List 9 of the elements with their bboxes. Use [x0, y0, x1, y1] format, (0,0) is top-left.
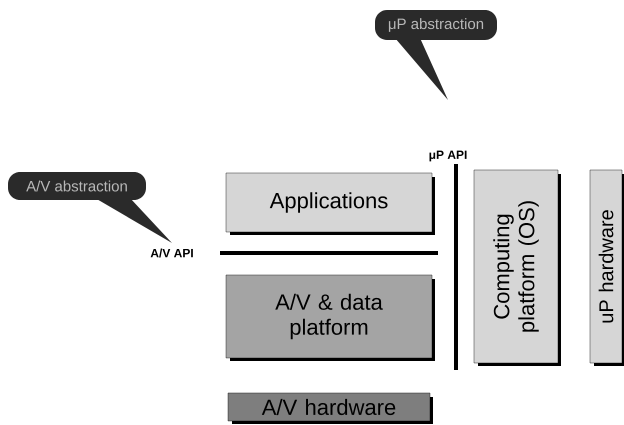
layer-box: uP hardware: [590, 170, 624, 366]
layer-box: A/V hardware: [228, 392, 433, 424]
layer-box: A/V & data platform: [226, 274, 435, 361]
api-label: μP API: [430, 150, 467, 162]
layer-box: Applications: [226, 172, 435, 235]
api-label: A/V API: [150, 248, 193, 258]
speech-bubble: A/V abstraction: [8, 172, 172, 243]
speech-bubble: μP abstraction: [375, 10, 497, 100]
layer-box: Computing platform (OS): [474, 170, 561, 366]
